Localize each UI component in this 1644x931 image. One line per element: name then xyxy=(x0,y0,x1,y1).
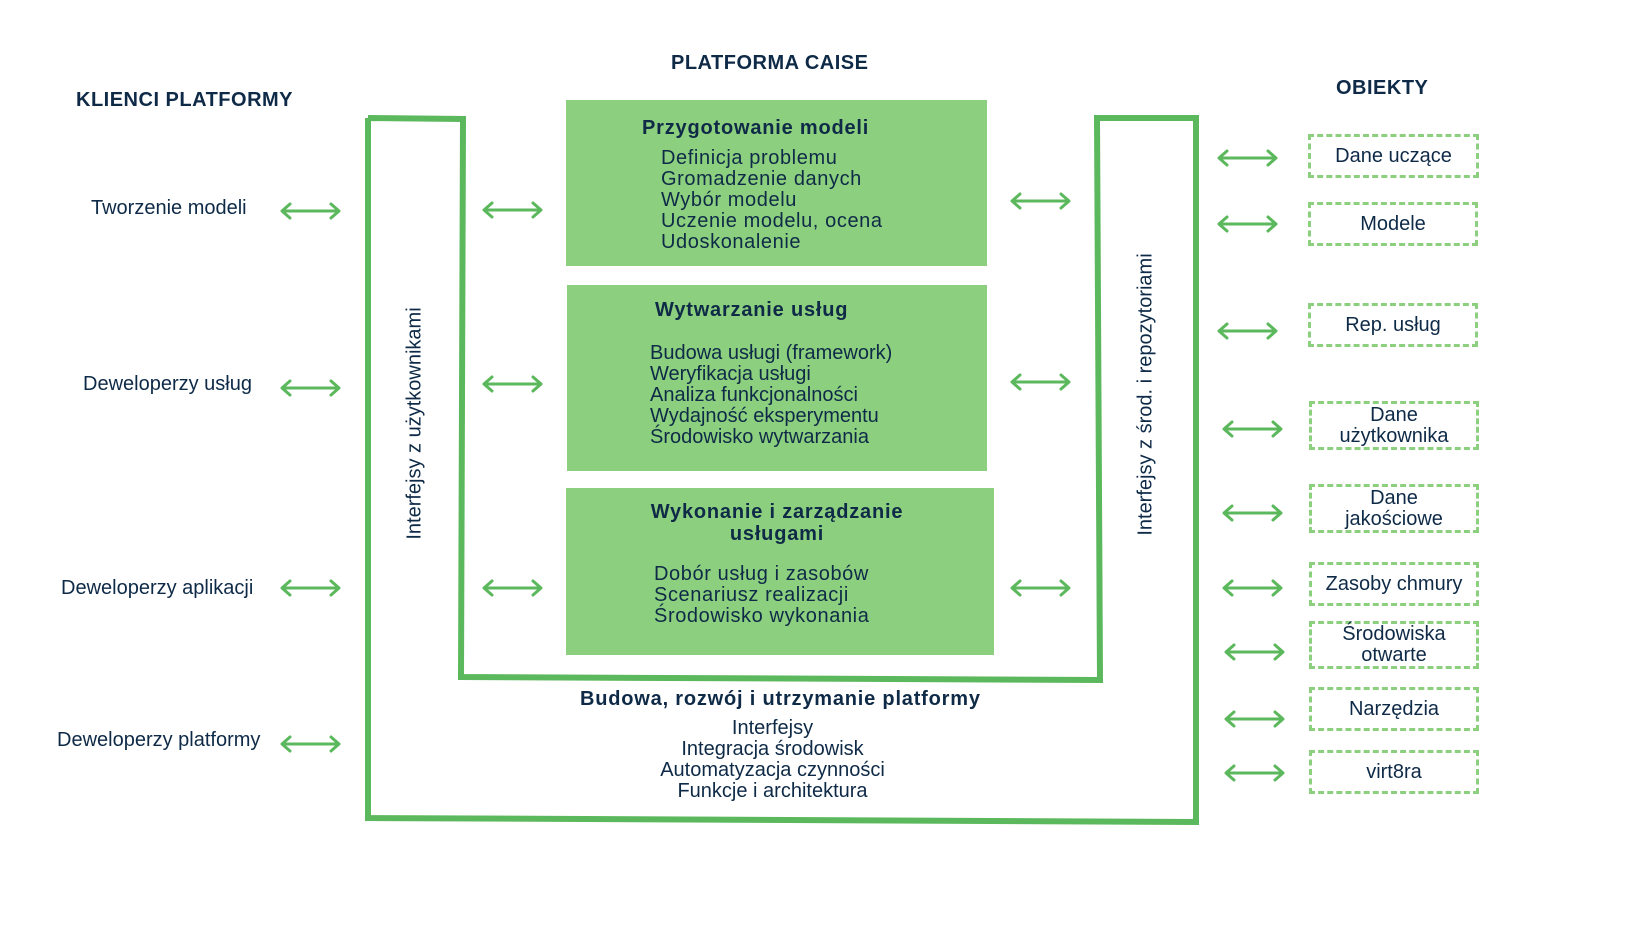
module-item: Dobór usług i zasobów xyxy=(654,563,869,585)
object-training-data: Dane uczące xyxy=(1308,134,1479,178)
module-service-production: Wytwarzanie usług Budowa usługi (framewo… xyxy=(567,285,987,471)
module-items: Definicja problemu Gromadzenie danych Wy… xyxy=(661,148,883,253)
module-connector-arrow xyxy=(482,579,543,597)
module-connector-arrow xyxy=(482,201,543,219)
client-connector-arrow xyxy=(280,579,341,597)
objects-heading: OBIEKTY xyxy=(1336,77,1429,99)
object-label: Dane xyxy=(1370,403,1418,426)
platform-base-item: Funkcje i architektura xyxy=(677,780,868,802)
module-items: Budowa usługi (framework) Weryfikacja us… xyxy=(650,343,892,448)
object-label: Rep. usług xyxy=(1345,313,1441,336)
client-connector-arrow xyxy=(280,379,341,397)
object-open-environments: Środowiska otwarte xyxy=(1309,621,1479,669)
object-label: jakościowe xyxy=(1345,507,1443,530)
module-item: Uczenie modelu, ocena xyxy=(661,210,883,232)
client-platform-developers: Deweloperzy platformy xyxy=(57,729,261,751)
object-models: Modele xyxy=(1308,202,1478,246)
object-tools: Narzędzia xyxy=(1309,687,1479,731)
object-connector-arrow xyxy=(1217,149,1278,167)
module-title-line: usługami xyxy=(729,523,825,545)
object-label: virt8ra xyxy=(1366,760,1422,783)
object-user-data: Dane użytkownika xyxy=(1309,401,1479,450)
module-item: Wybór modelu xyxy=(661,189,797,211)
object-label: Dane xyxy=(1370,486,1418,509)
object-connector-arrow xyxy=(1222,579,1283,597)
object-connector-arrow xyxy=(1222,504,1283,522)
module-item: Środowisko wytwarzania xyxy=(650,426,869,448)
module-item: Analiza funkcjonalności xyxy=(650,384,858,406)
object-connector-arrow xyxy=(1217,215,1278,233)
object-connector-arrow xyxy=(1224,710,1285,728)
module-item: Budowa usługi (framework) xyxy=(650,342,893,364)
client-model-creation: Tworzenie modeli xyxy=(91,197,247,219)
client-service-developers: Deweloperzy usług xyxy=(83,373,252,395)
platform-base-title: Budowa, rozwój i utrzymanie platformy xyxy=(580,688,981,710)
platform-base-item: Automatyzacja czynności xyxy=(660,759,885,781)
object-label: Dane uczące xyxy=(1335,144,1452,167)
module-item: Wydajność eksperymentu xyxy=(650,405,879,427)
object-connector-arrow xyxy=(1222,420,1283,438)
object-label: Narzędzia xyxy=(1348,697,1440,720)
module-title: Przygotowanie modeli xyxy=(642,117,870,139)
object-label: otwarte xyxy=(1361,644,1427,666)
repo-connector-arrow xyxy=(1010,579,1071,597)
object-quality-data: Dane jakościowe xyxy=(1309,484,1479,533)
module-title-line: Wykonanie i zarządzanie xyxy=(650,501,904,523)
repo-connector-arrow xyxy=(1010,373,1071,391)
platform-base-item: Integracja środowisk xyxy=(681,738,864,760)
object-service-repository: Rep. usług xyxy=(1308,303,1478,347)
object-virt8ra: virt8ra xyxy=(1309,750,1479,794)
object-cloud-resources: Zasoby chmury xyxy=(1309,562,1479,606)
module-item: Środowisko wykonania xyxy=(654,605,870,627)
object-label: Środowiska xyxy=(1342,623,1446,645)
client-connector-arrow xyxy=(280,202,341,220)
module-item: Definicja problemu xyxy=(661,147,838,169)
platform-heading: PLATFORMA CAISE xyxy=(671,52,869,74)
module-item: Gromadzenie danych xyxy=(661,168,862,190)
object-label: Modele xyxy=(1360,212,1426,235)
module-items: Dobór usług i zasobów Scenariusz realiza… xyxy=(654,564,869,627)
object-label: użytkownika xyxy=(1339,424,1449,447)
client-connector-arrow xyxy=(280,735,341,753)
module-item: Scenariusz realizacji xyxy=(654,584,849,606)
module-item: Udoskonalenie xyxy=(661,231,802,253)
object-connector-arrow xyxy=(1224,643,1285,661)
module-connector-arrow xyxy=(482,375,543,393)
module-service-execution: Wykonanie i zarządzanie usługami Dobór u… xyxy=(566,488,994,655)
platform-base-item: Interfejsy xyxy=(731,717,814,739)
repo-connector-arrow xyxy=(1010,192,1071,210)
object-label: Zasoby chmury xyxy=(1325,572,1463,595)
platform-base-items: Interfejsy Integracja środowisk Automaty… xyxy=(620,718,925,802)
module-model-preparation: Przygotowanie modeli Definicja problemu … xyxy=(566,100,987,266)
module-title: Wykonanie i zarządzanie usługami xyxy=(566,501,988,545)
object-connector-arrow xyxy=(1224,764,1285,782)
object-connector-arrow xyxy=(1217,322,1278,340)
module-title: Wytwarzanie usług xyxy=(655,299,849,321)
module-item: Weryfikacja usługi xyxy=(650,363,811,385)
client-app-developers: Deweloperzy aplikacji xyxy=(61,577,254,599)
clients-heading: KLIENCI PLATFORMY xyxy=(76,89,294,111)
